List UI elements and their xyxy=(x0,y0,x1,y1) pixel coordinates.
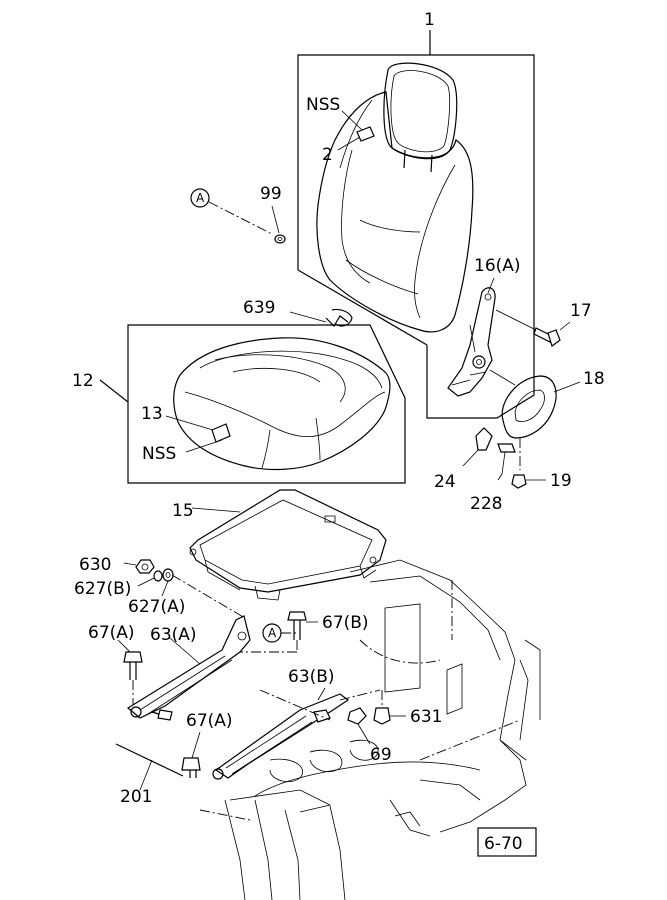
bolt-17 xyxy=(495,309,571,347)
label-99: 99 xyxy=(260,184,282,204)
washer-99 xyxy=(271,205,286,244)
nss-tag-top xyxy=(337,110,375,151)
label-15: 15 xyxy=(172,501,194,521)
label-631: 631 xyxy=(410,707,442,727)
cover-18 xyxy=(489,369,581,439)
bolt-67a-bottom xyxy=(181,731,201,778)
washer-627b xyxy=(137,570,163,587)
label-nss-top: NSS xyxy=(306,95,340,115)
label-630: 630 xyxy=(79,555,111,575)
label-627b: 627(B) xyxy=(74,579,131,599)
label-16a: 16(A) xyxy=(474,256,521,276)
seat-cushion xyxy=(173,337,391,471)
bolt-67b xyxy=(240,611,318,653)
seat-back xyxy=(316,62,474,333)
bolt-631 xyxy=(373,690,406,725)
slide-rail-63a xyxy=(126,615,251,721)
nss-tag-bottom xyxy=(165,415,231,453)
seat-cushion-group xyxy=(99,324,406,484)
washer-627a xyxy=(161,568,174,597)
cab-floor xyxy=(199,559,541,900)
label-67a-bottom: 67(A) xyxy=(186,711,233,731)
label-13: 13 xyxy=(141,404,163,424)
label-67b: 67(B) xyxy=(322,613,369,633)
ref-circle-a-top xyxy=(190,188,273,235)
dash-line-frame xyxy=(171,574,246,619)
seat-frame-15 xyxy=(189,489,387,601)
bolt-67a-top xyxy=(117,639,143,705)
clip-24 xyxy=(462,427,493,467)
label-17: 17 xyxy=(570,301,592,321)
label-24: 24 xyxy=(434,472,456,492)
wire-201 xyxy=(115,743,184,791)
label-69: 69 xyxy=(370,745,392,765)
label-201: 201 xyxy=(120,787,152,807)
label-63b: 63(B) xyxy=(288,667,335,687)
nut-630 xyxy=(123,559,155,574)
label-18: 18 xyxy=(583,369,605,389)
label-19: 19 xyxy=(550,471,572,491)
clip-639 xyxy=(289,308,353,327)
label-2: 2 xyxy=(322,145,333,165)
label-circle-a-top: A xyxy=(196,191,205,205)
label-12: 12 xyxy=(72,371,94,391)
label-63a: 63(A) xyxy=(150,625,197,645)
label-67a-top: 67(A) xyxy=(88,623,135,643)
screw-19 xyxy=(511,438,546,489)
label-nss-bottom: NSS xyxy=(142,444,176,464)
reference-label: 6-70 xyxy=(484,834,523,854)
label-1: 1 xyxy=(424,10,435,30)
label-639: 639 xyxy=(243,298,275,318)
screw-228 xyxy=(497,443,516,481)
ref-circle-a-bottom xyxy=(262,623,296,643)
label-228: 228 xyxy=(470,494,502,514)
slide-rail-63b xyxy=(212,687,350,780)
seat-back-group xyxy=(297,30,535,419)
label-circle-a-bottom: A xyxy=(268,626,277,640)
label-627a: 627(A) xyxy=(128,597,185,617)
nut-69 xyxy=(339,689,381,745)
reference-box: 6-70 xyxy=(477,827,537,857)
hinge-bracket-16a xyxy=(447,277,496,397)
